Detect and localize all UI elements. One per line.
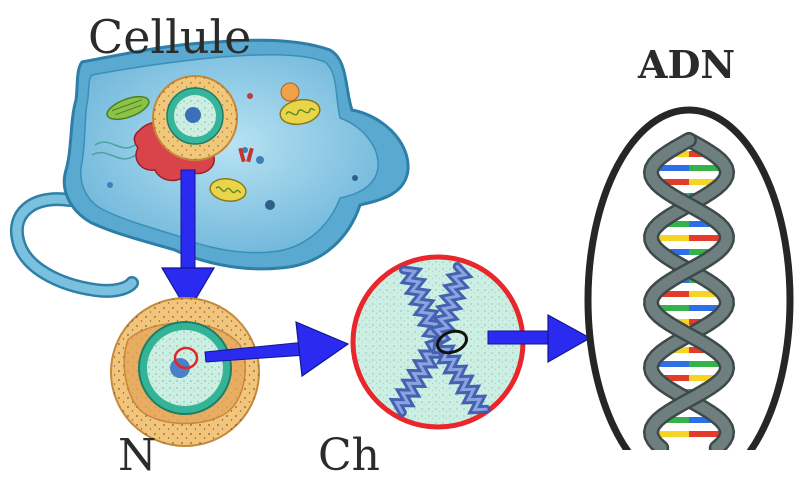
dna-label: ADN <box>638 42 736 87</box>
arrow-nucleus-to-chromosome <box>204 321 350 378</box>
arrow-cell-to-nucleus <box>160 169 216 314</box>
cell-label: Cellule <box>88 10 252 64</box>
nucleus-label: N <box>118 430 157 481</box>
dna-helix-illustration <box>584 106 794 450</box>
cell-to-dna-diagram <box>9 38 794 450</box>
arrow-chromosome-to-dna <box>487 313 592 364</box>
chromatid-arm-highlight <box>433 265 468 344</box>
nucleus-illustration <box>110 297 260 447</box>
cell-illustration <box>9 38 410 298</box>
chromosome-label: Ch <box>318 430 381 481</box>
chromosome-illustration <box>350 254 526 430</box>
